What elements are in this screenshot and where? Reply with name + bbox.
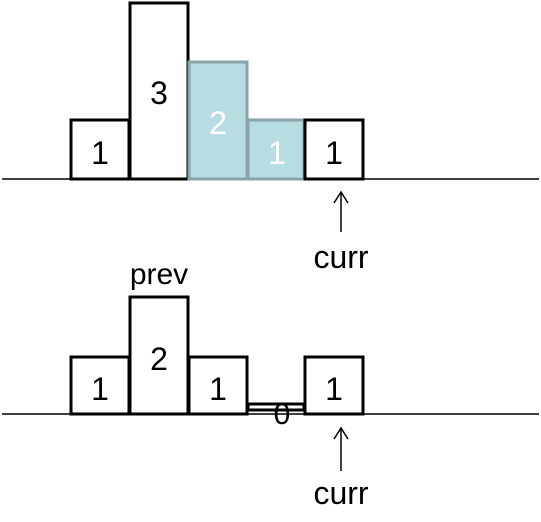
bottom-prev-label: prev bbox=[130, 258, 188, 291]
bottom-bar-3-box bbox=[187, 355, 249, 416]
top-bar-2-box bbox=[128, 1, 190, 181]
top-bar-3-label: 2 bbox=[209, 105, 227, 141]
bottom-curr-label: curr bbox=[313, 475, 368, 511]
top-bar-4-label: 1 bbox=[268, 135, 286, 171]
bottom-bar-3-label: 1 bbox=[209, 371, 227, 407]
bottom-bar-2-label: 2 bbox=[150, 341, 168, 377]
top-curr-arrow bbox=[333, 190, 349, 232]
top-bar-5-box bbox=[303, 118, 365, 181]
bottom-bar-4-label: 0 bbox=[274, 398, 291, 431]
bottom-bar-5-box bbox=[303, 355, 365, 416]
top-panel: 1 3 2 1 1 curr bbox=[2, 1, 539, 275]
top-curr-label: curr bbox=[313, 239, 368, 275]
bottom-curr-arrow bbox=[333, 426, 349, 471]
top-bar-2-label: 3 bbox=[150, 75, 168, 111]
bottom-bar-5-label: 1 bbox=[325, 371, 343, 407]
bottom-panel: prev 1 2 1 0 1 curr bbox=[2, 258, 539, 511]
bottom-bar-1-label: 1 bbox=[91, 371, 109, 407]
top-bar-3-box bbox=[187, 60, 249, 181]
top-bar-5-label: 1 bbox=[325, 135, 343, 171]
top-bar-1-label: 1 bbox=[91, 135, 109, 171]
bottom-bar-1-box bbox=[69, 355, 131, 416]
